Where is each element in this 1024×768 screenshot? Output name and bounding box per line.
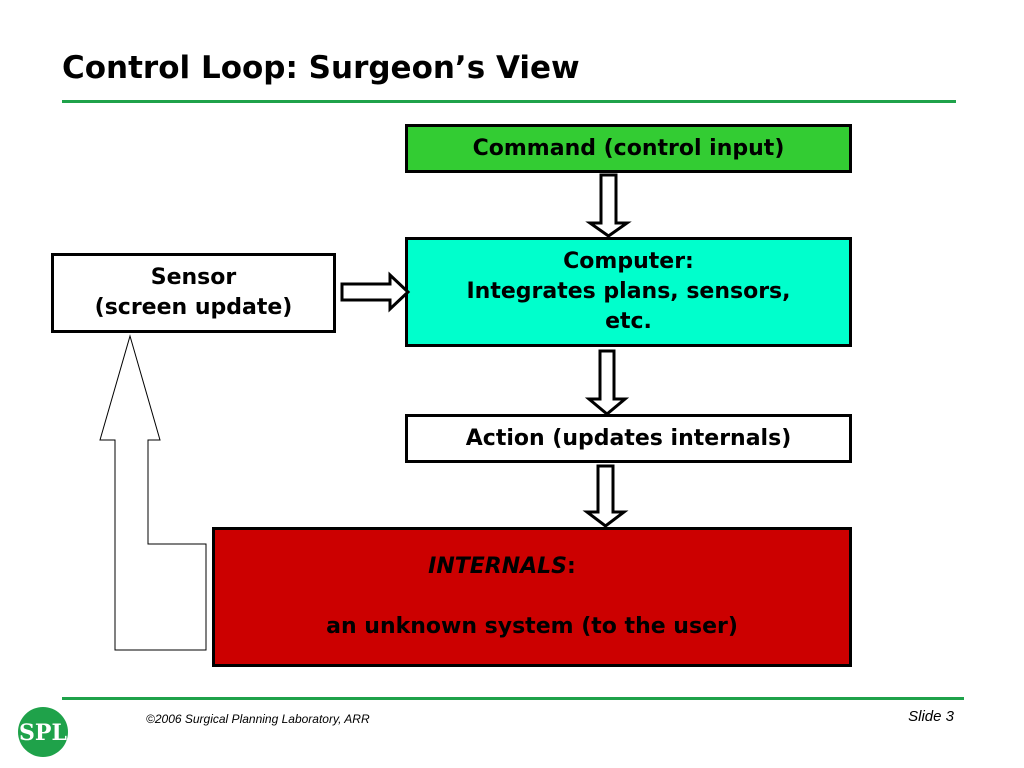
slide-number: Slide 3 [908, 708, 954, 725]
sensor-line-1: Sensor [150, 265, 237, 290]
internals-box: INTERNALS: an unknown system (to the use… [212, 527, 852, 667]
arrow-computer-to-action [584, 349, 630, 416]
computer-line-3: etc. [605, 309, 652, 334]
sensor-box: Sensor (screen update) [51, 253, 336, 333]
internals-colon: : [567, 554, 576, 579]
logo-circle [18, 707, 68, 757]
action-box: Action (updates internals) [405, 414, 852, 463]
computer-line-2: Integrates plans, sensors, [466, 279, 791, 304]
arrow-sensor-to-computer [340, 271, 411, 313]
arrow-internals-to-sensor [99, 334, 207, 651]
title-divider [62, 100, 956, 103]
copyright-text: ©2006 Surgical Planning Laboratory, ARR [146, 712, 370, 726]
arrow-action-to-internals [582, 464, 629, 528]
logo-text: SPL [19, 720, 67, 746]
internals-subtitle: an unknown system (to the user) [326, 614, 738, 639]
action-label: Action (updates internals) [465, 425, 792, 451]
command-label: Command (control input) [472, 135, 785, 161]
internals-title: INTERNALS [428, 554, 568, 579]
footer-divider [62, 697, 964, 700]
command-box: Command (control input) [405, 124, 852, 173]
computer-line-1: Computer: [563, 249, 694, 274]
sensor-line-2: (screen update) [94, 295, 293, 320]
slide-title: Control Loop: Surgeon’s View [62, 50, 580, 86]
computer-box: Computer: Integrates plans, sensors, etc… [405, 237, 852, 347]
arrow-command-to-computer [585, 173, 632, 238]
spl-logo: SPL [18, 707, 68, 757]
internals-heading: INTERNALS: [428, 552, 606, 582]
